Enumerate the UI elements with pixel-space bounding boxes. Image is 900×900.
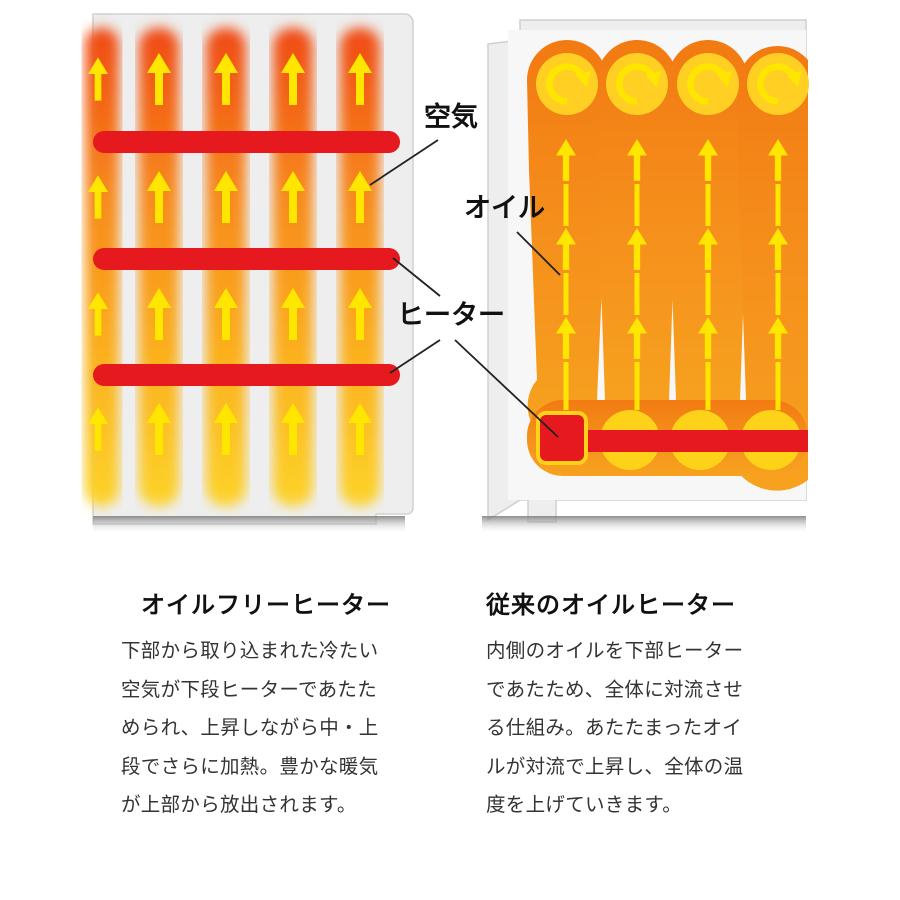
heater-bars [93, 131, 400, 386]
label-heater: ヒーター [397, 300, 505, 331]
oil-top-heads [536, 53, 809, 115]
heater-bar-upper [93, 131, 400, 153]
heater-comparison-diagram: 空気 オイル ヒーター [85, 13, 809, 534]
oil-free-heater-illustration [85, 13, 414, 534]
oil-heater-block [536, 411, 588, 465]
heater-bar-middle [93, 248, 400, 270]
oil-heater-illustration [482, 19, 809, 534]
description-line: められ、上昇しながら中・上 [121, 716, 379, 739]
callouts [369, 139, 561, 438]
right-floor-shadow [482, 516, 806, 534]
description-line: 内側のオイルを下部ヒーター [486, 639, 744, 662]
oil-flow-stems [563, 184, 781, 410]
oil-free-heater-title: オイルフリーヒーター [141, 591, 391, 619]
description-line: ルが対流で上昇し、全体の温 [486, 754, 744, 778]
leader-air [369, 139, 439, 186]
oil-heater-title: 従来のオイルヒーター [486, 591, 736, 619]
oil-heater-description: 内側のオイルを下部ヒーター であたため、全体に対流させ る仕組み。あたたまったオ… [486, 632, 743, 825]
description-line: 段でさらに加熱。豊かな暖気 [121, 754, 379, 778]
leader-heater-oil [454, 339, 559, 438]
description-line: る仕組み。あたたまったオイ [486, 716, 743, 739]
leader-heater-mid [392, 257, 441, 297]
description-line: であたため、全体に対流させ [486, 677, 744, 701]
description-line: 空気が下段ヒーターであたた [121, 677, 378, 701]
label-oil: オイル [464, 193, 545, 224]
heater-bar-lower [93, 364, 400, 386]
leader-oil [516, 231, 561, 276]
label-air: 空気 [424, 101, 478, 133]
description-line: 度を上げていきます。 [486, 793, 683, 816]
oil-free-heater-description: 下部から取り込まれた冷たい 空気が下段ヒーターであたた められ、上昇しながら中・… [121, 632, 379, 825]
left-floor-shadow [93, 516, 405, 534]
description-line: 下部から取り込まれた冷たい [121, 639, 379, 662]
description-line: が上部から放出されます。 [121, 793, 357, 816]
oil-heater-bar [560, 430, 808, 452]
leader-heater-low [389, 339, 441, 374]
